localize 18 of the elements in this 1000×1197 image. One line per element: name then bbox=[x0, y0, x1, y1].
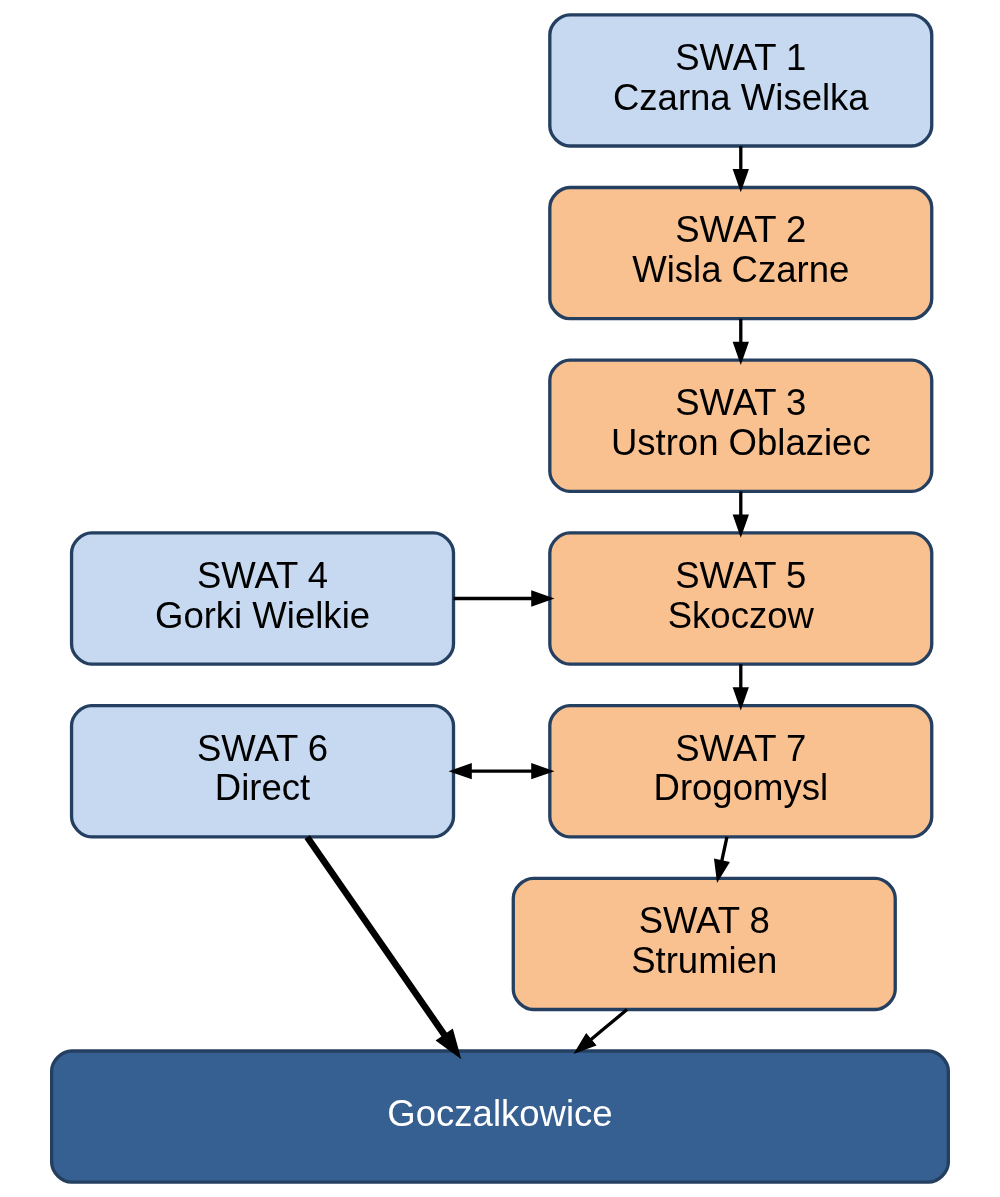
node-box: SWAT 1 Czarna Wiselka bbox=[548, 13, 934, 148]
arrow bbox=[732, 664, 749, 711]
arrow bbox=[453, 590, 555, 607]
node-box: SWAT 3 Ustron Oblaziec bbox=[548, 358, 934, 494]
arrow bbox=[573, 1008, 629, 1055]
arrow bbox=[732, 146, 749, 193]
node-box: SWAT 2 Wisla Czarne bbox=[548, 185, 934, 321]
node-box: SWAT 7 Drogomysl bbox=[548, 703, 934, 839]
node-box: Goczalkowice bbox=[50, 1049, 950, 1184]
arrow bbox=[304, 835, 462, 1060]
node-box: SWAT 5 Skoczow bbox=[548, 531, 934, 666]
arrow bbox=[732, 318, 749, 366]
node-box: SWAT 8 Strumien bbox=[511, 876, 897, 1012]
node-box: SWAT 6 Direct bbox=[69, 703, 456, 839]
arrow bbox=[448, 763, 555, 780]
arrow bbox=[732, 491, 749, 538]
arrow bbox=[713, 836, 730, 884]
node-box: SWAT 4 Gorki Wielkie bbox=[69, 531, 456, 666]
